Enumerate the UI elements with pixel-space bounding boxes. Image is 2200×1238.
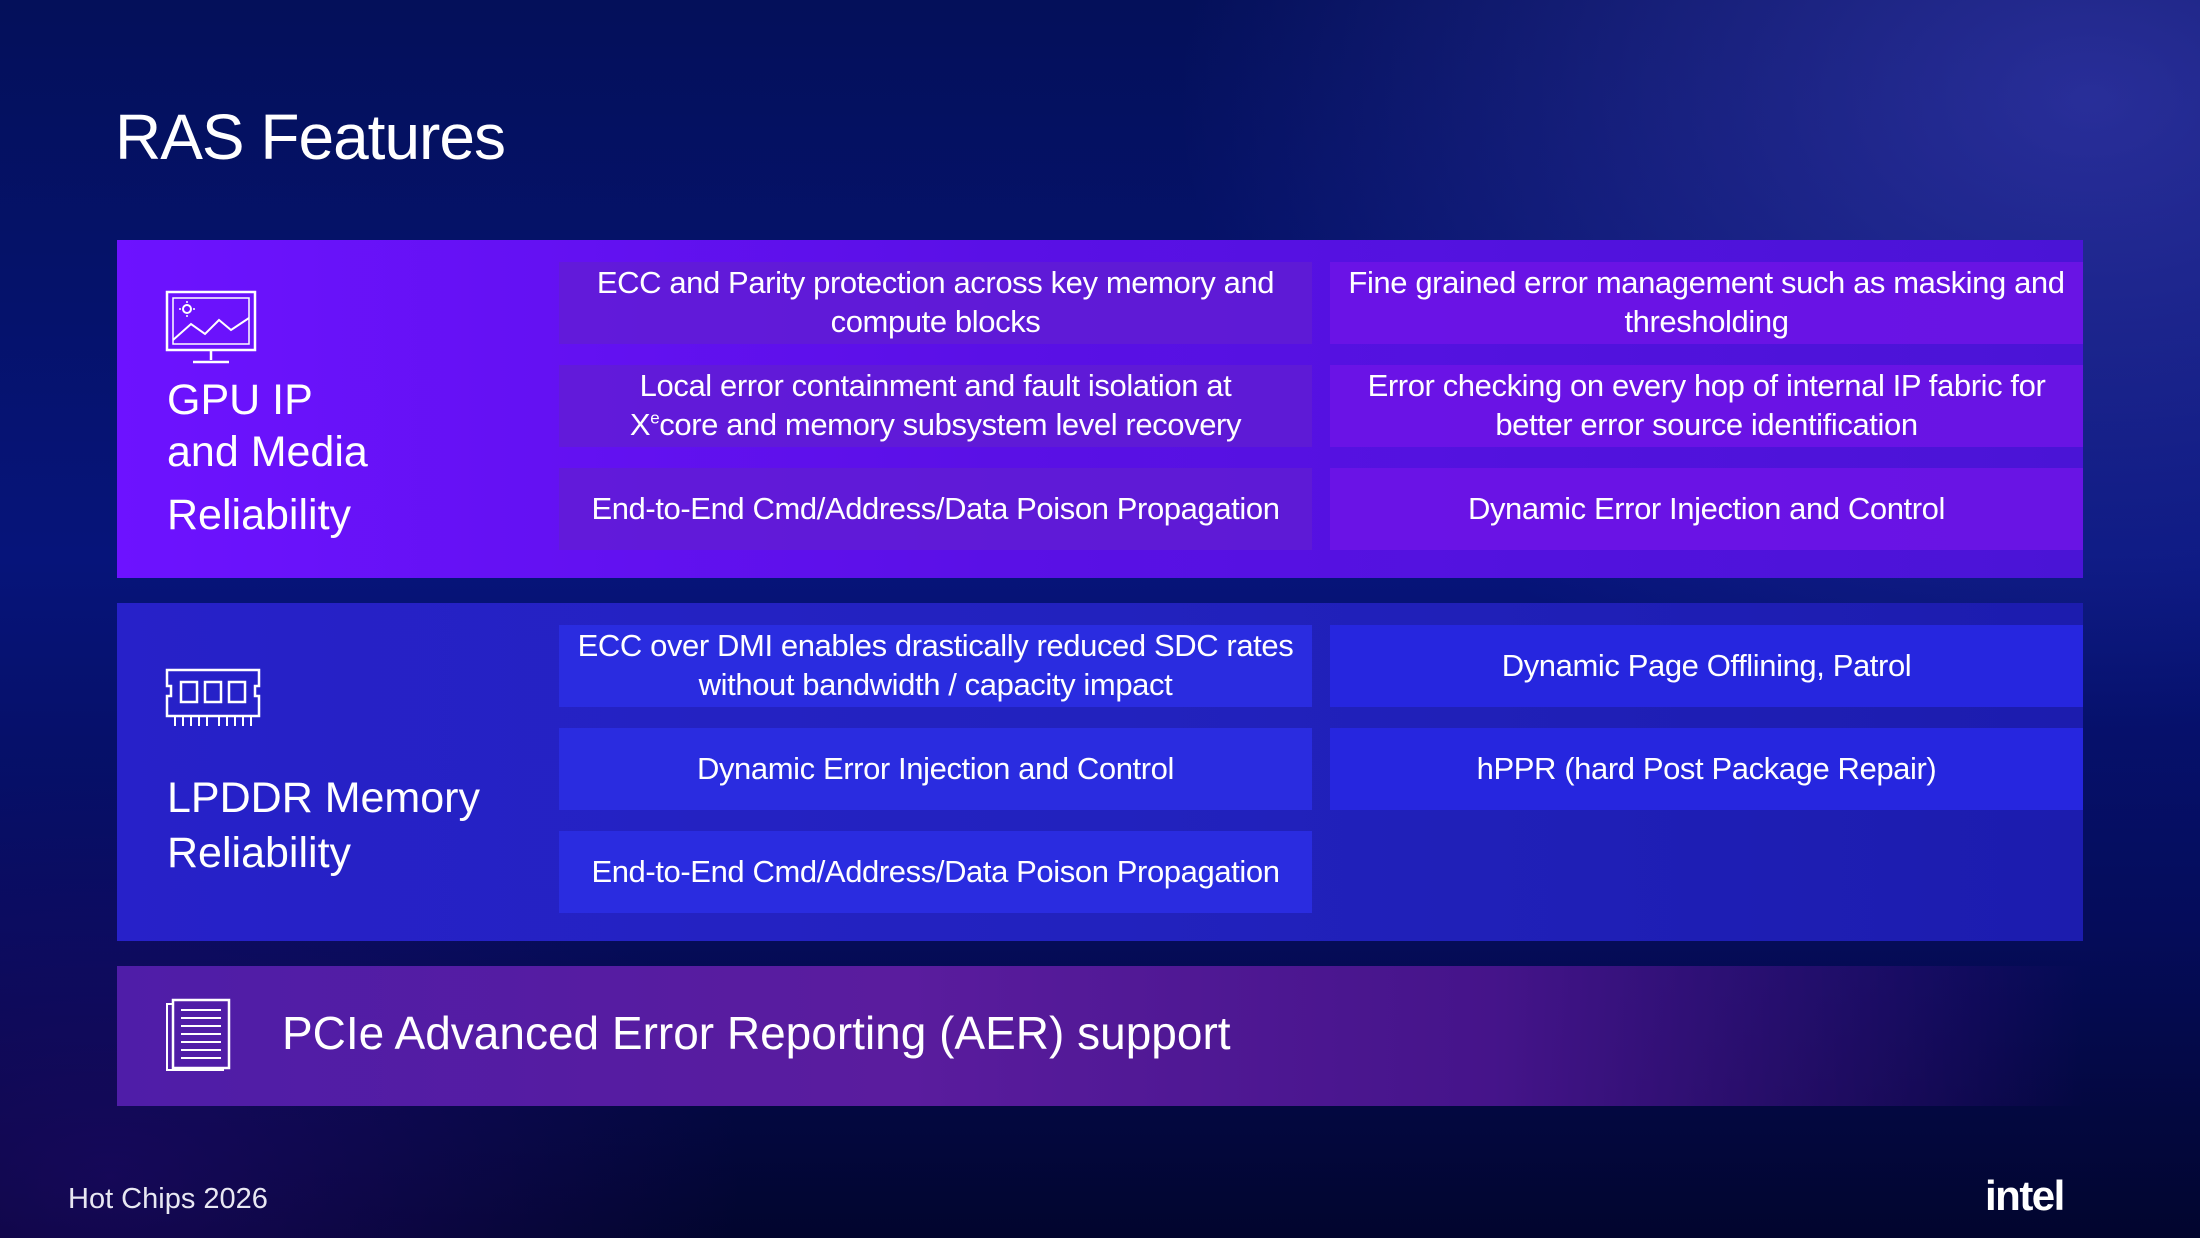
gpu-feature-cell: Dynamic Error Injection and Control <box>1330 468 2083 550</box>
xe-superscript: e <box>650 408 660 428</box>
pcie-aer-panel: PCIe Advanced Error Reporting (AER) supp… <box>117 966 2083 1106</box>
gpu-reliability-panel: GPU IP and Media Reliability ECC and Par… <box>117 240 2083 578</box>
memory-feature-cell: hPPR (hard Post Package Repair) <box>1330 728 2083 810</box>
gpu-label-line1: GPU IP <box>167 376 313 424</box>
memory-feature-cell: ECC over DMI enables drastically reduced… <box>559 625 1312 707</box>
document-icon <box>166 998 231 1071</box>
memory-feature-cell: Dynamic Error Injection and Control <box>559 728 1312 810</box>
page-title: RAS Features <box>115 101 506 173</box>
gpu-feature-cell: Fine grained error management such as ma… <box>1330 262 2083 344</box>
gpu-feature-cell: Local error containment and fault isolat… <box>559 365 1312 447</box>
gpu-cell3-line1: Local error containment and fault isolat… <box>639 368 1232 404</box>
gpu-feature-cell: End-to-End Cmd/Address/Data Poison Propa… <box>559 468 1312 550</box>
memory-panel-label: LPDDR Memory Reliability <box>167 771 480 881</box>
gpu-panel-label: GPU IP and Media Reliability <box>167 375 368 542</box>
gpu-label-line3: Reliability <box>167 491 352 540</box>
memory-reliability-panel: LPDDR Memory Reliability ECC over DMI en… <box>117 603 2083 941</box>
footer-event-name: Hot Chips 2026 <box>68 1183 268 1215</box>
gpu-feature-cell: Error checking on every hop of internal … <box>1330 365 2083 447</box>
memory-label-line1: LPDDR Memory <box>167 774 480 822</box>
pcie-label: PCIe Advanced Error Reporting (AER) supp… <box>282 1007 1231 1059</box>
memory-feature-cell: Dynamic Page Offlining, Patrol <box>1330 625 2083 707</box>
memory-label-line2: Reliability <box>167 829 352 878</box>
gpu-cell3-line2: core and memory subsystem level recovery <box>659 407 1242 442</box>
memory-module-icon <box>165 668 261 726</box>
gpu-label-line2: and Media <box>167 427 368 476</box>
xe-base: X <box>629 407 651 442</box>
gpu-feature-cell: ECC and Parity protection across key mem… <box>559 262 1312 344</box>
monitor-image-icon <box>165 290 257 364</box>
memory-feature-cell: End-to-End Cmd/Address/Data Poison Propa… <box>559 831 1312 913</box>
intel-logo: intel <box>1985 1172 2065 1219</box>
